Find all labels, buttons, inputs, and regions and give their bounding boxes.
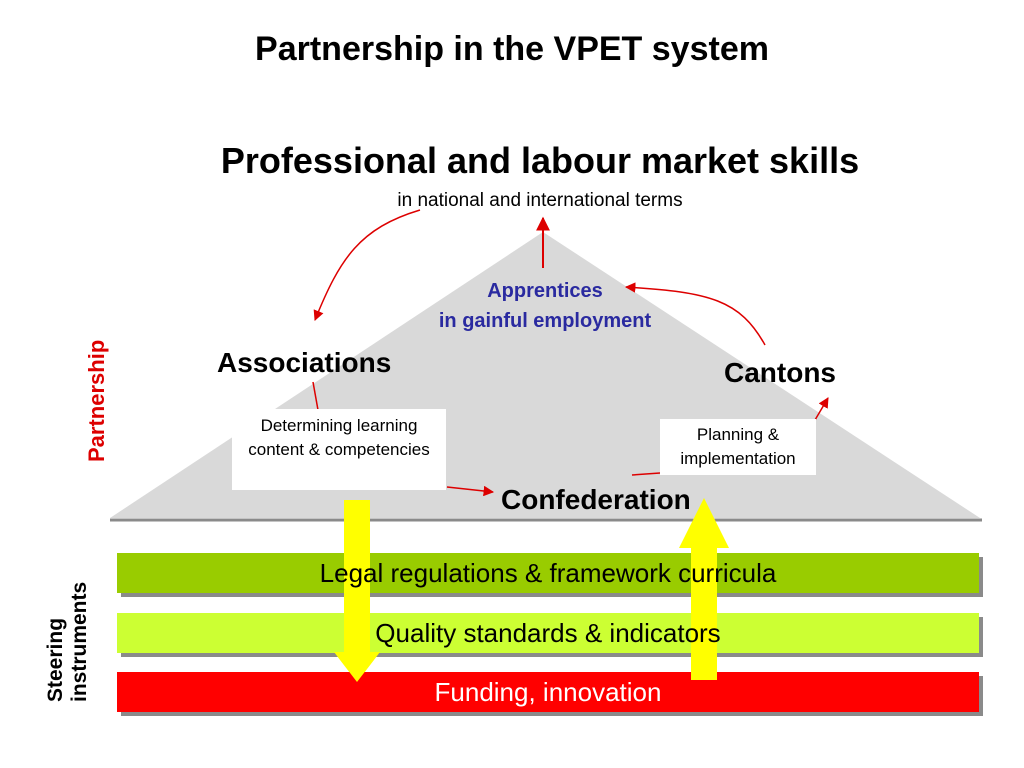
associations-label: Associations <box>217 347 392 378</box>
apprentices-line-1: Apprentices <box>487 280 603 302</box>
bar-funding-innovation: Funding, innovation <box>117 672 979 712</box>
cantons-label: Cantons <box>724 357 836 388</box>
skills-heading: Professional and labour market skills <box>220 140 860 181</box>
page-title: Partnership in the VPET system <box>255 30 769 68</box>
bar-funding-innovation-label: Funding, innovation <box>434 677 662 707</box>
bar-legal-regulations: Legal regulations & framework curricula <box>117 553 979 593</box>
apprentices-line-2: in gainful employment <box>438 310 652 332</box>
partnership-side-label: Partnership <box>84 339 109 462</box>
steering-line-2: instruments <box>68 581 91 702</box>
steering-line-1: Steering <box>44 617 67 702</box>
arrow-box-to-confederation <box>446 485 495 497</box>
steering-instruments-side-label: Steering instruments <box>44 582 92 702</box>
bar-quality-standards: Quality standards & indicators <box>117 613 979 653</box>
line-associations-to-box <box>312 381 319 411</box>
skills-subheading: in national and international terms <box>397 190 683 211</box>
confederation-label: Confederation <box>501 484 691 515</box>
arrow-cantons-to-apprentices <box>624 282 766 346</box>
bar-quality-standards-label: Quality standards & indicators <box>375 618 721 648</box>
arrow-skills-to-associations <box>313 209 421 321</box>
line-confederation-to-box <box>631 472 661 476</box>
apprentices-label: Apprentices in gainful employment <box>380 276 710 336</box>
arrow-box-to-cantons <box>814 397 829 421</box>
cantons-task-box: Planning & implementation <box>660 419 816 475</box>
associations-task-box: Determining learning content & competenc… <box>232 409 446 490</box>
bar-legal-regulations-label: Legal regulations & framework curricula <box>319 558 777 588</box>
